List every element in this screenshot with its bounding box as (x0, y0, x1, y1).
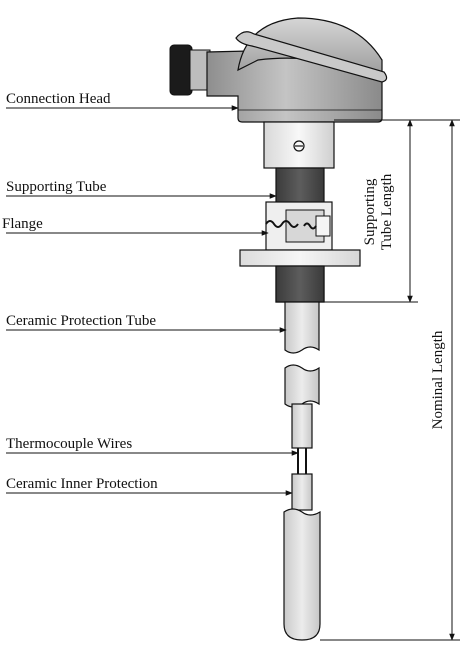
clamp-screw (265, 220, 299, 228)
flange (239, 201, 361, 267)
head-neck (263, 121, 335, 169)
label-ceramic-inner-protection: Ceramic Inner Protection (6, 476, 158, 492)
label-nominal-length: Nominal Length (430, 330, 446, 429)
dimension-supporting-tube-length: Supporting Tube Length (324, 119, 418, 303)
cable-gland-knob (169, 44, 193, 96)
lid-clamp-strap (235, 31, 388, 83)
leader-lines (6, 105, 299, 496)
flange-plate (239, 249, 361, 267)
ceramic-protection-tube (284, 301, 320, 408)
label-ceramic-protection-tube: Ceramic Protection Tube (6, 313, 156, 329)
label-flange: Flange (2, 216, 43, 232)
label-connection-head: Connection Head (6, 91, 111, 107)
part-labels: Connection Head Supporting Tube Flange C… (2, 91, 158, 492)
connection-head (169, 17, 388, 123)
label-supporting-tube: Supporting Tube (6, 179, 107, 195)
label-supporting-tube-length-1: Supporting (362, 178, 378, 245)
ceramic-tube-tip (283, 508, 321, 641)
label-supporting-tube-length-2: Tube Length (379, 173, 395, 250)
screw-icon (293, 140, 305, 152)
ceramic-tube-segment (284, 364, 320, 408)
label-thermocouple-wires: Thermocouple Wires (6, 436, 132, 452)
dimension-nominal-length: Nominal Length (320, 119, 460, 641)
ceramic-inner-protection (291, 403, 313, 511)
